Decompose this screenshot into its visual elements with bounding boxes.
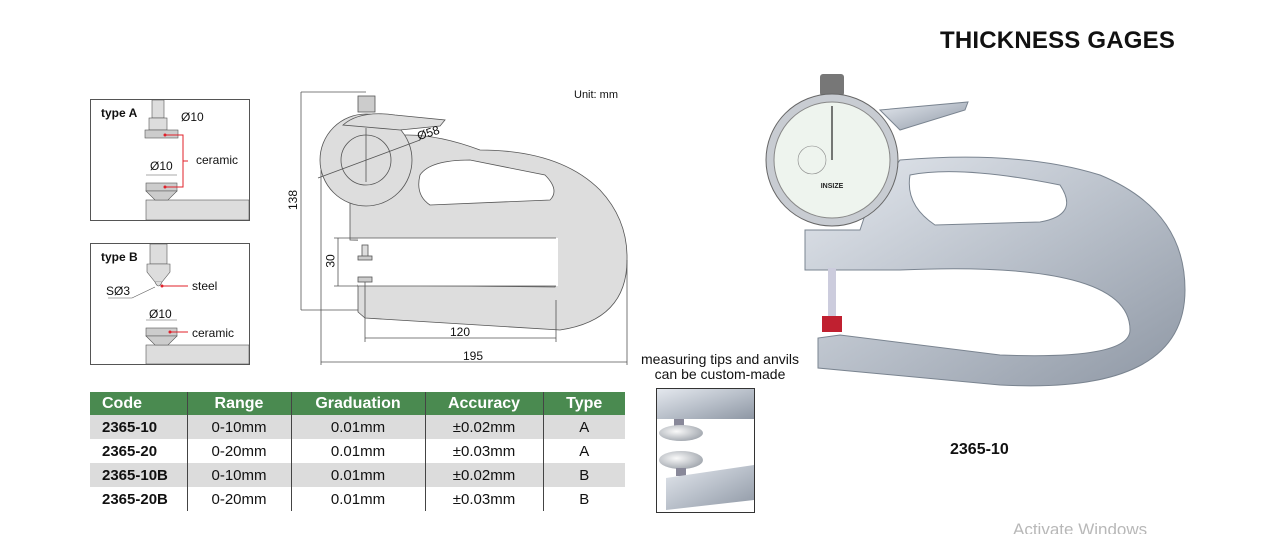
cell-range: 0-20mm: [186, 487, 291, 511]
cell-code: 2365-20B: [102, 490, 168, 508]
type-a-top-diameter: Ø10: [181, 110, 204, 124]
cell-accuracy: ±0.02mm: [424, 463, 543, 487]
height-dimension: 138: [286, 189, 301, 211]
custom-tips-caption: measuring tips and anvils can be custom-…: [641, 351, 799, 382]
unit-label: Unit: mm: [574, 89, 618, 101]
column-header-accuracy: Accuracy: [424, 392, 543, 415]
cell-accuracy: ±0.03mm: [424, 487, 543, 511]
depth-dimension: 120: [450, 325, 471, 339]
cell-graduation: 0.01mm: [290, 439, 425, 463]
page-title: THICKNESS GAGES: [940, 27, 1176, 54]
cell-range: 0-20mm: [186, 439, 291, 463]
cell-code: 2365-10: [90, 415, 187, 439]
activate-windows-watermark: Activate Windows: [1013, 520, 1148, 534]
cell-type: A: [542, 439, 625, 463]
cell-range: 0-10mm: [186, 463, 291, 487]
type-a-diagram: [90, 99, 250, 221]
table-header-row: Code Range Graduation Accuracy Type: [90, 392, 625, 415]
custom-tips-photo: [656, 388, 755, 513]
column-header-graduation: Graduation: [290, 392, 425, 415]
product-photo: INSIZE: [765, 74, 1186, 387]
column-header-range: Range: [186, 392, 291, 415]
type-b-tip: SØ3: [106, 284, 131, 298]
type-b-diagram: [90, 243, 250, 365]
type-b-anvil-diameter: Ø10: [149, 307, 172, 321]
type-b-anvil-material: ceramic: [192, 326, 235, 340]
type-a-label: type A: [101, 106, 138, 120]
cell-accuracy: ±0.03mm: [424, 439, 543, 463]
cell-graduation: 0.01mm: [290, 415, 425, 439]
column-header-type: Type: [542, 392, 625, 415]
product-model-label: 2365-10: [950, 441, 1009, 458]
cell-code: 2365-10B: [90, 463, 187, 487]
cell-graduation: 0.01mm: [290, 463, 425, 487]
length-dimension: 195: [463, 349, 484, 363]
type-b-tip-material: steel: [192, 279, 218, 293]
cell-graduation: 0.01mm: [290, 487, 425, 511]
type-a-bottom-diameter: Ø10: [150, 159, 173, 173]
cell-type: B: [542, 487, 625, 511]
type-a-material: ceramic: [196, 153, 239, 167]
cell-code: 2365-20: [102, 442, 158, 460]
cell-range: 0-10mm: [186, 415, 291, 439]
specs-table: Code Range Graduation Accuracy Type 2365…: [90, 392, 625, 511]
column-header-code: Code: [90, 392, 187, 415]
gage-dimension-drawing: [300, 91, 628, 365]
gap-dimension: 30: [323, 254, 338, 268]
cell-accuracy: ±0.02mm: [424, 415, 543, 439]
dial-brand-logo: INSIZE: [821, 183, 844, 190]
cell-type: B: [542, 463, 625, 487]
type-b-label: type B: [101, 250, 138, 264]
cell-type: A: [542, 415, 625, 439]
